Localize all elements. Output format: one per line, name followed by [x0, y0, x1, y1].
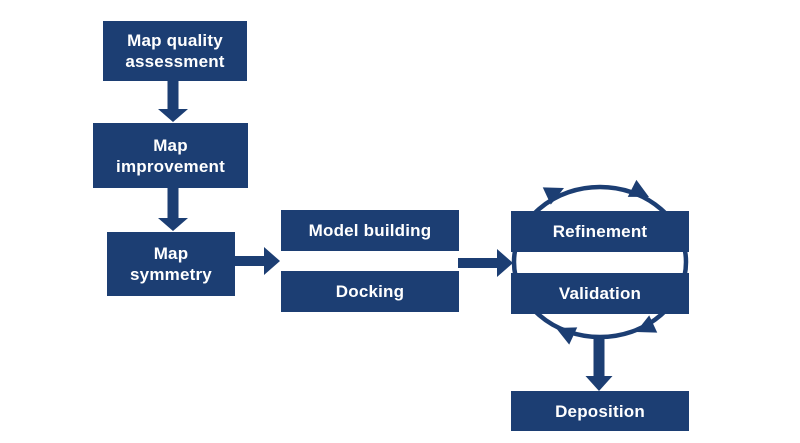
node-label: Validation: [558, 284, 642, 303]
arrow-modelbuilding-to-refinement-icon: [458, 249, 513, 277]
arrow-quality-to-improvement-icon: [158, 81, 188, 122]
node-map-symmetry: Map symmetry: [107, 232, 235, 296]
arrow-symmetry-to-modelbuilding-icon: [235, 247, 280, 275]
node-model-building: Model building: [281, 210, 459, 251]
node-docking: Docking: [281, 271, 459, 312]
cycle-arrowhead-bottom-right-icon: [636, 315, 658, 333]
node-validation: Validation: [511, 273, 689, 314]
cycle-ellipse: [511, 184, 689, 340]
node-deposition: Deposition: [511, 391, 689, 431]
cycle-arrowhead-bottom-left-icon: [556, 327, 578, 345]
node-label: Docking: [335, 282, 405, 301]
arrow-cycle-to-deposition-icon: [585, 337, 613, 391]
node-label: Refinement: [552, 222, 648, 241]
node-label: assessment: [125, 52, 225, 71]
node-label: improvement: [116, 156, 225, 176]
cycle-arrowhead-top-left-icon: [542, 187, 564, 205]
cycle-arrowhead-top-right-icon: [627, 179, 649, 197]
node-label: Map: [153, 135, 188, 155]
node-refinement: Refinement: [511, 211, 689, 252]
node-label: symmetry: [130, 265, 212, 284]
node-label: Map quality: [127, 31, 223, 50]
node-label: Deposition: [555, 401, 645, 421]
node-map-improvement: Map improvement: [93, 123, 248, 188]
node-map-quality-assessment: Map quality assessment: [103, 21, 247, 81]
node-label: Model building: [308, 221, 432, 240]
node-label: Map: [153, 244, 189, 263]
arrow-improvement-to-symmetry-icon: [158, 188, 188, 231]
